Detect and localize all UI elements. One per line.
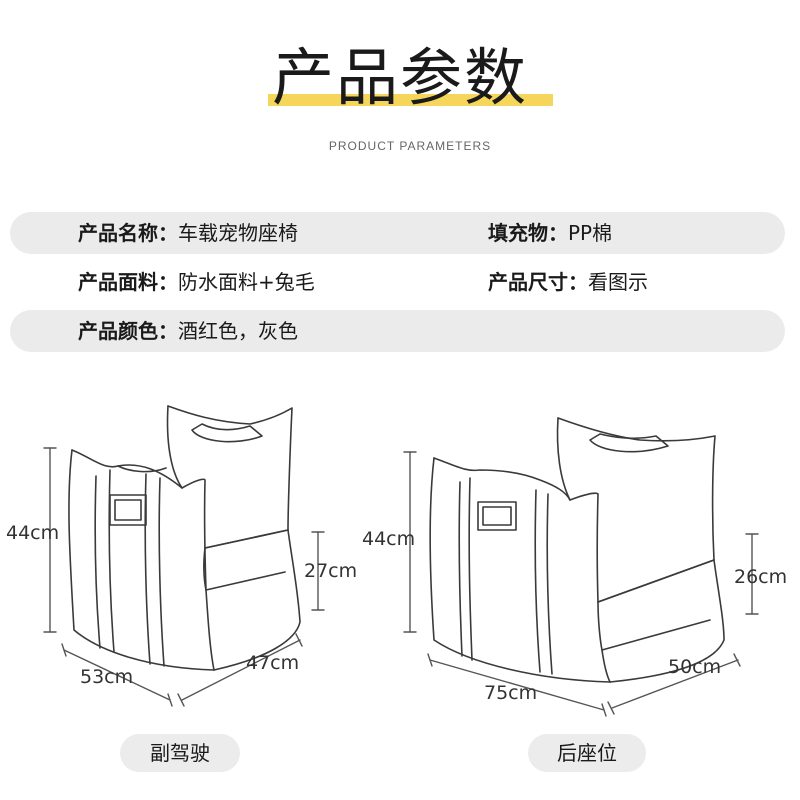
front-seat-depth-label: 47cm <box>246 652 300 674</box>
front-seat-label: 副驾驶 <box>120 734 240 772</box>
page-title: 产品参数 <box>271 41 528 114</box>
param-material: 产品面料：防水面料+兔毛 <box>78 268 315 296</box>
param-value: 防水面料+兔毛 <box>178 270 315 294</box>
title-block: 产品参数 <box>0 38 800 118</box>
front-seat-dimensions <box>43 447 325 707</box>
rear-seat-height-label: 44cm <box>362 528 416 550</box>
param-label: 产品面料： <box>78 270 178 294</box>
param-color: 产品颜色：酒红色，灰色 <box>78 317 298 345</box>
title-underline <box>268 94 553 106</box>
param-value: 酒红色，灰色 <box>178 319 298 343</box>
param-label: 产品颜色： <box>78 319 178 343</box>
param-label: 填充物： <box>488 221 568 245</box>
param-filling: 填充物：PP棉 <box>488 219 612 247</box>
param-value: 车载宠物座椅 <box>178 221 298 245</box>
param-row-band-3 <box>10 310 785 352</box>
param-product-name: 产品名称：车载宠物座椅 <box>78 219 298 247</box>
rear-seat-label: 后座位 <box>528 734 646 772</box>
param-row-band-1 <box>10 212 785 254</box>
rear-seat-illustration <box>429 417 725 683</box>
param-value: 看图示 <box>588 270 648 294</box>
rear-seat-width-label: 75cm <box>484 682 538 704</box>
param-size: 产品尺寸：看图示 <box>488 268 648 296</box>
rear-seat-inner-height-label: 26cm <box>734 566 788 588</box>
front-seat-width-label: 53cm <box>80 666 134 688</box>
front-seat-inner-height-label: 27cm <box>304 560 358 582</box>
param-value: PP棉 <box>568 221 613 245</box>
param-label: 产品尺寸： <box>488 270 588 294</box>
param-label: 产品名称： <box>78 221 178 245</box>
page-subtitle: PRODUCT PARAMETERS <box>328 139 492 153</box>
front-seat-height-label: 44cm <box>6 522 60 544</box>
rear-seat-depth-label: 50cm <box>668 656 722 678</box>
rear-seat-dimensions <box>403 451 759 717</box>
front-seat-illustration <box>68 405 301 671</box>
